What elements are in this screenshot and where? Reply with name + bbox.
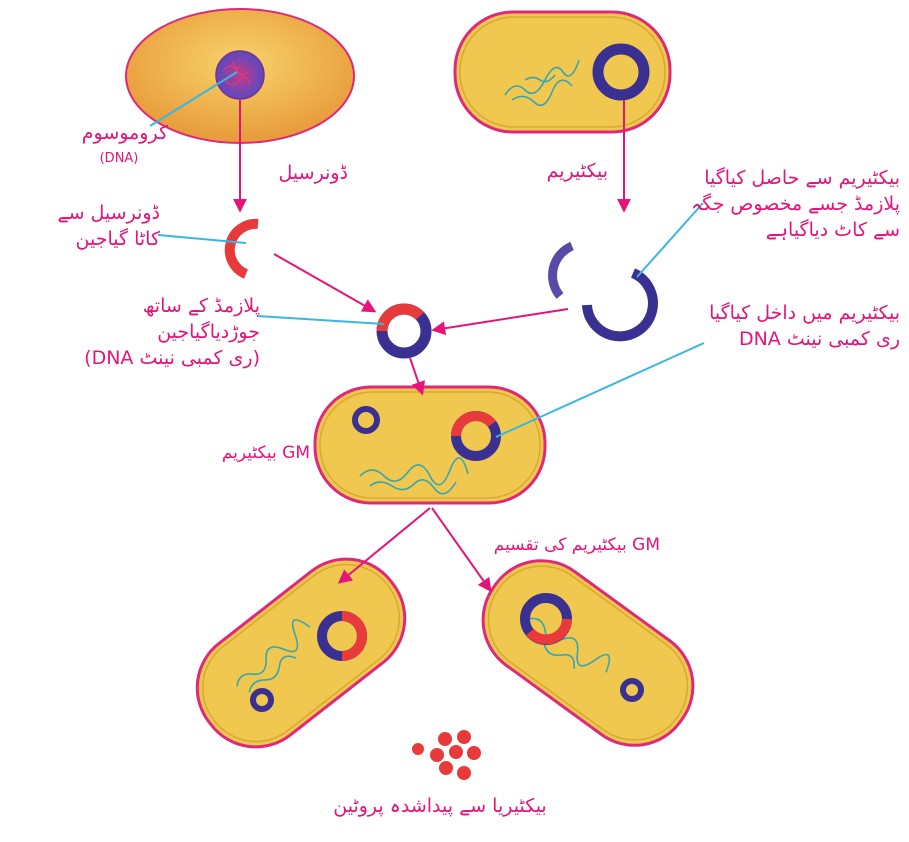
protein-dots: [412, 730, 481, 780]
recombinant-dna-label: (ری کمبی نینٹ DNA): [20, 345, 260, 371]
chromosome-label: کروموسوم (DNA): [50, 120, 168, 172]
gm-bacterium: [315, 387, 545, 503]
chromosome-nucleus: [216, 51, 264, 99]
plasmid-obtained-label: بیکٹیریم سے حاصل کیاگیا پلازمڈ جسے مخصوص…: [700, 165, 900, 243]
recombinant-plasmid: [382, 309, 426, 353]
daughter-bacterium-left: [175, 536, 428, 769]
protein-label: بیکٹیریا سے پیداشدہ پروٹین: [320, 793, 560, 819]
gene-cut-label: ڈونرسیل سے کاٹا گیاجین: [30, 200, 160, 252]
bacterium-top: [455, 12, 670, 132]
joined-gene-label: پلازمڈ کے ساتھ جوڑدیاگیاجین (ری کمبی نین…: [20, 293, 260, 371]
inserted-label: بیکٹیریم میں داخل کیاگیا ری کمبی نینٹ DN…: [665, 300, 900, 352]
daughter-bacterium-right: [461, 538, 715, 767]
cut-gene: [230, 224, 258, 274]
cut-plasmid: [553, 246, 653, 336]
gm-bacterium-label: GM بیکٹیریم: [210, 440, 310, 466]
gm-division-label: GM بیکٹیریم کی تقسیم: [470, 532, 660, 558]
chromosome-dna-label: (DNA): [50, 146, 168, 172]
donor-cell-label: ڈونرسیل: [268, 160, 348, 186]
bacterium-label: بیکٹیریم: [528, 158, 608, 184]
